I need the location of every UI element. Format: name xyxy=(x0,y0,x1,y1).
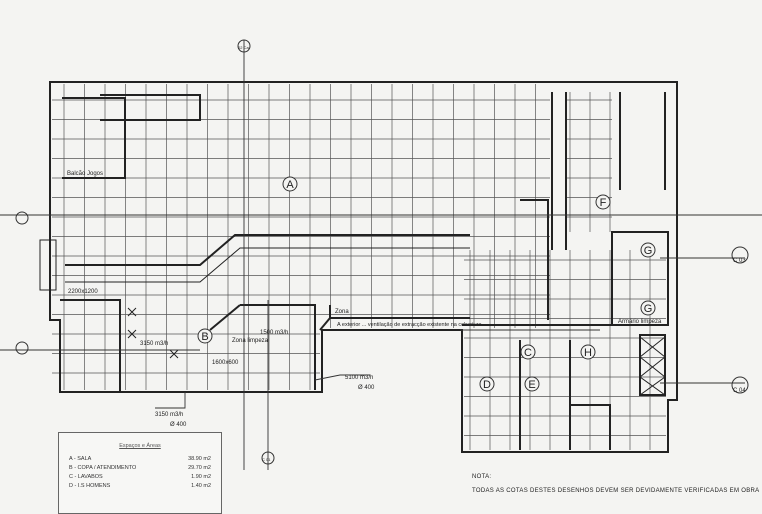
room-label: B xyxy=(201,331,208,343)
airflow-label-2: 3150 m3/h xyxy=(155,412,183,418)
zone-label: Zona limpeza xyxy=(232,338,269,344)
room-label: A xyxy=(286,179,294,191)
extraction-note: A exterior ... ventilação de extracção e… xyxy=(337,322,483,328)
duct-lines xyxy=(0,40,762,470)
section-top: 02 Ca xyxy=(238,45,249,50)
balcao-label: Balcão Jogos xyxy=(67,171,103,177)
airflow-label: 3150 m3/h xyxy=(140,341,168,347)
room-label: D xyxy=(483,379,491,391)
room-marker xyxy=(479,376,495,392)
zone-label-2: Zona xyxy=(335,309,349,315)
legend-title: Espaços e Áreas xyxy=(119,443,161,449)
room-marker xyxy=(640,242,656,258)
room-label: F xyxy=(600,197,607,209)
note-block: NOTA: TODAS AS COTAS DESTES DESENHOS DEV… xyxy=(472,474,759,502)
room-marker xyxy=(595,194,611,210)
room-marker xyxy=(197,328,213,344)
section-c03: C 03 xyxy=(733,258,746,264)
room-label: E xyxy=(528,379,535,391)
diameter-label: Ø 400 xyxy=(170,422,187,428)
room-label: H xyxy=(584,347,592,359)
section-markers xyxy=(15,39,749,465)
room-marker xyxy=(640,300,656,316)
room-label: C xyxy=(524,347,532,359)
room-marker xyxy=(282,176,298,192)
crosses xyxy=(127,307,666,396)
dimension-label: 2200x1200 xyxy=(68,289,98,295)
tile-grid xyxy=(52,84,666,450)
room-label: G xyxy=(644,303,653,315)
note-text: TODAS AS COTAS DESTES DESENHOS DEVEM SER… xyxy=(472,488,760,494)
room-marker xyxy=(580,344,596,360)
section-c04: C 04 xyxy=(733,388,746,394)
cleaning-cabinet-label: Armário limpeza xyxy=(618,319,662,325)
airflow-label-4: 5100 m3/h xyxy=(345,375,373,381)
dimension-label-2: 1600x600 xyxy=(212,360,239,366)
room-marker xyxy=(520,344,536,360)
note-title: NOTA: xyxy=(472,474,492,480)
diameter-label-2: Ø 400 xyxy=(358,385,375,391)
room-marker xyxy=(524,376,540,392)
room-label: G xyxy=(644,245,653,257)
walls xyxy=(39,81,678,453)
section-bottom: C 01 xyxy=(262,457,271,462)
airflow-label-3: 1500 m3/h xyxy=(260,330,288,336)
